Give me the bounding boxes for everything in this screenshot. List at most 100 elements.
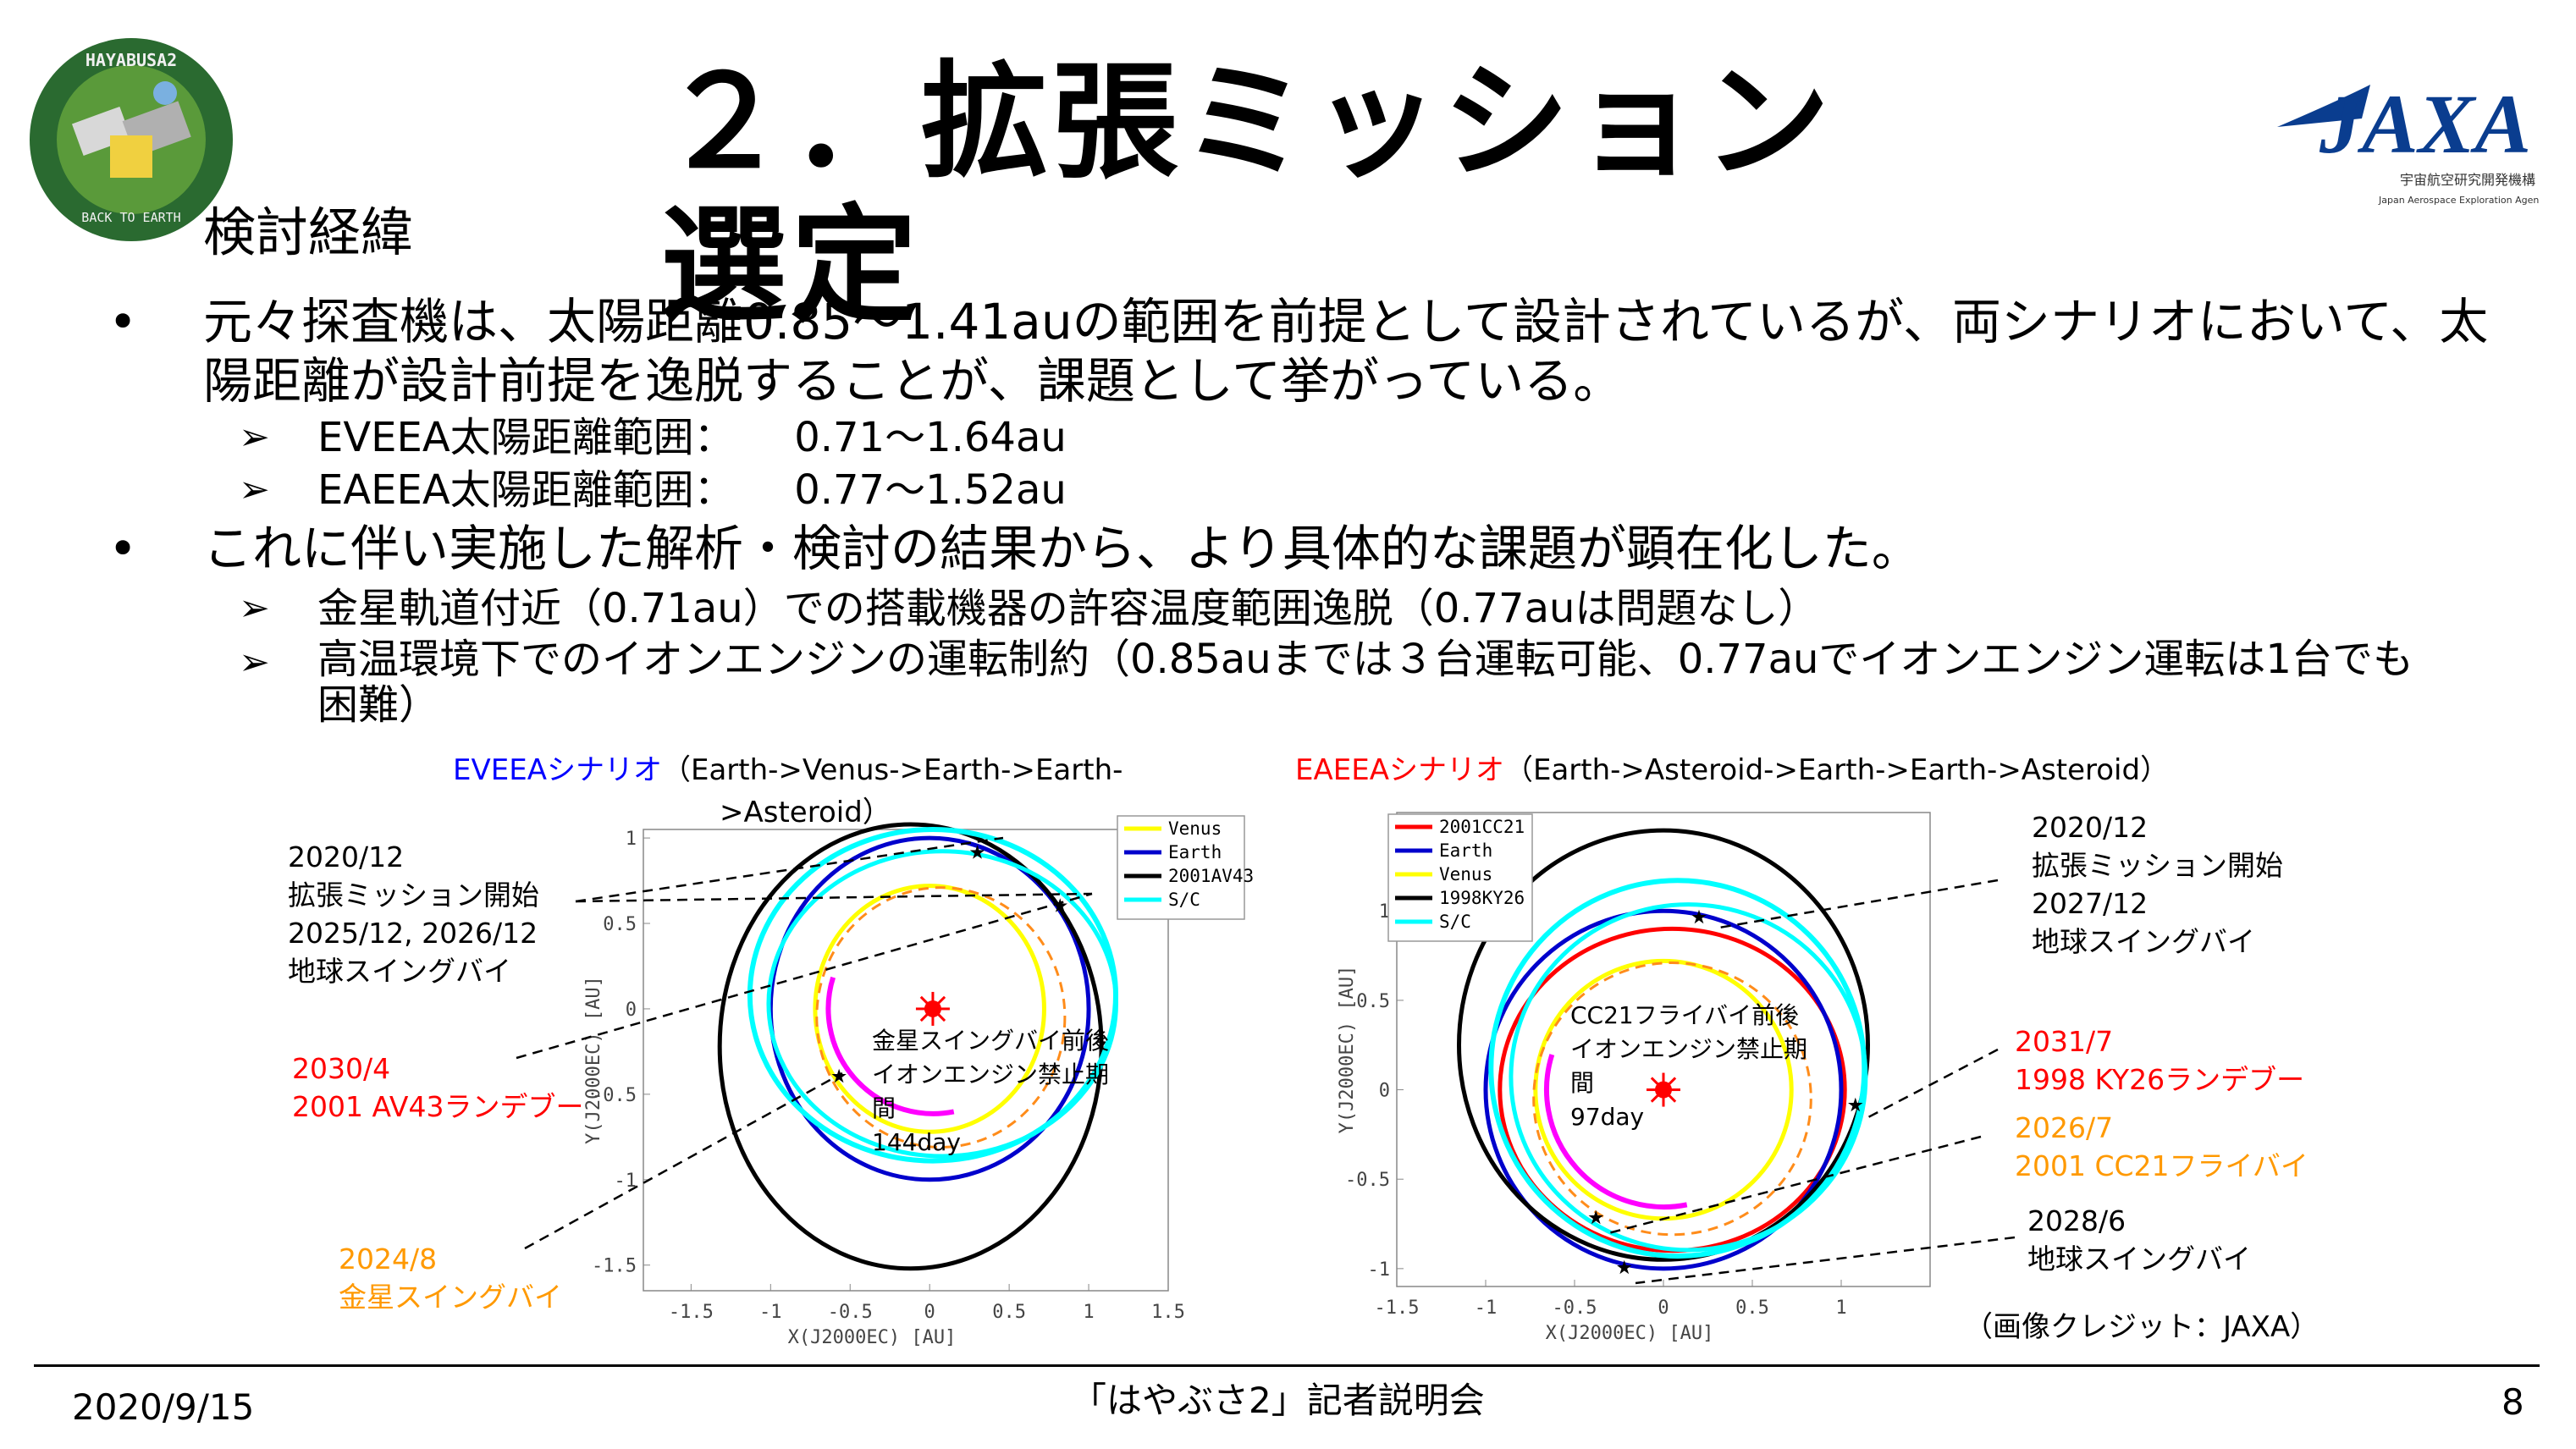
hayabusa2-logo: HAYABUSA2 BACK TO EARTH <box>25 34 237 245</box>
jaxa-wordmark: JAXA <box>2319 77 2531 171</box>
leader-line <box>1867 1048 1999 1119</box>
footer-page-number: 8 <box>2502 1381 2524 1423</box>
subitem-ion-engine: 高温環境下でのイオンエンジンの運転制約（0.85auまでは３台運転可能、0.77… <box>317 636 2535 728</box>
right-scenario-heading: EAEEAシナリオ（Earth->Asteroid->Earth->Earth-… <box>1295 752 2169 789</box>
legend-label: Venus <box>1168 818 1222 839</box>
bullet-1-line1: 元々探査機は、太陽距離0.85～1.41auの範囲を前提として設計されているが、… <box>203 293 2489 350</box>
footer-event: 「はやぶさ2」記者説明会 <box>1071 1380 1485 1421</box>
left-note-line: 144day <box>872 1128 961 1156</box>
event-marker: ★ <box>1691 898 1707 930</box>
ann-line: 1998 KY26ランデブー <box>2015 1063 2305 1096</box>
x-tick-label: 0 <box>1658 1297 1669 1319</box>
sun-ray <box>1650 1077 1659 1086</box>
footer-date: 2020/9/15 <box>72 1386 255 1428</box>
bullet-1: 元々探査機は、太陽距離0.85～1.41auの範囲を前提として設計されているが、… <box>203 292 2540 410</box>
sun-ray <box>1650 1094 1659 1103</box>
ann-line: 2025/12, 2026/12 <box>288 917 538 950</box>
leader-line <box>575 836 1004 903</box>
right-scenario-route: （Earth->Asteroid->Earth->Earth->Asteroid… <box>1503 753 2170 787</box>
x-axis-label: X(J2000EC) [AU] <box>788 1327 957 1348</box>
subitem-eveea-range: EVEEA太陽距離範囲： 0.71～1.64au <box>317 411 1067 464</box>
ann-line: 2020/12 <box>288 840 405 873</box>
orbit-venus <box>813 884 1046 1134</box>
x-tick-label: 0.5 <box>992 1302 1026 1323</box>
y-tick-label: 0.5 <box>1356 991 1390 1012</box>
x-axis-label: X(J2000EC) [AU] <box>1546 1323 1714 1344</box>
legend-label: 2001AV43 <box>1168 866 1253 886</box>
right-annotation-rendezvous: 2031/7 1998 KY26ランデブー <box>2015 1022 2304 1099</box>
left-scenario-heading: EVEEAシナリオ（Earth->Venus->Earth->Earth- <box>453 752 1123 789</box>
right-annotation-flyby: 2026/7 2001 CC21フライバイ <box>2015 1109 2308 1185</box>
ann-line: 2001 AV43ランデブー <box>292 1090 584 1123</box>
legend-label: S/C <box>1168 890 1200 910</box>
ann-line: 地球スイングバイ <box>2032 925 2255 958</box>
ion-engine-line1: 高温環境下でのイオンエンジンの運転制約（0.85auまでは３台運転可能、0.77… <box>317 636 2413 683</box>
legend-label: S/C <box>1439 912 1471 932</box>
y-tick-label: 0 <box>1379 1081 1390 1102</box>
ann-line: 2031/7 <box>2015 1025 2114 1058</box>
legend-label: Earth <box>1168 842 1222 862</box>
leader-line <box>1608 1135 1982 1235</box>
orbit-sc-loop <box>1509 902 1868 1253</box>
logo-bottom-text: BACK TO EARTH <box>81 210 180 225</box>
right-annotation-earth-swingby: 2028/6 地球スイングバイ <box>2027 1202 2251 1278</box>
leader-line <box>575 892 1093 903</box>
legend-label: 1998KY26 <box>1439 888 1525 908</box>
eaeea-range-value: 0.77～1.52au <box>794 466 1067 514</box>
x-tick-label: 1 <box>1083 1302 1094 1323</box>
x-tick-label: 0 <box>924 1302 935 1323</box>
bullet-2: これに伴い実施した解析・検討の結果から、より具体的な課題が顕在化した。 <box>203 520 1921 577</box>
event-marker: ★ <box>1847 1086 1863 1118</box>
leader-line <box>1713 879 1999 930</box>
jaxa-logo: JAXA 宇宙航空研究開発機構 Japan Aerospace Explorat… <box>2269 51 2550 220</box>
ann-line: 2024/8 <box>339 1242 438 1275</box>
sun-icon <box>1647 1072 1680 1107</box>
left-scenario-route-cont: >Asteroid） <box>720 796 891 829</box>
x-tick-label: 1 <box>1835 1297 1846 1319</box>
sun-icon <box>915 991 950 1026</box>
jaxa-sub-en: Japan Aerospace Exploration Agency <box>2378 195 2540 206</box>
x-tick-label: -1.5 <box>1375 1297 1420 1319</box>
ann-line: 金星スイングバイ <box>339 1281 562 1314</box>
sun-ray <box>1668 1077 1677 1086</box>
arrow-marker-2a: ➢ <box>239 587 270 630</box>
y-tick-label: 1 <box>1379 901 1390 923</box>
bullet-marker-1: • <box>108 293 138 350</box>
y-tick-label: -1 <box>1368 1259 1391 1281</box>
right-note-line: CC21フライバイ前後 <box>1570 1001 1800 1029</box>
left-note-line: イオンエンジン禁止期 <box>872 1061 1110 1088</box>
x-tick-label: 1.5 <box>1151 1302 1185 1323</box>
subitem-eaeea-range: EAEEA太陽距離範囲： 0.77～1.52au <box>317 464 1067 516</box>
orbit-limit-dashed <box>815 886 1067 1149</box>
bullet-1-line2: 陽距離が設計前提を逸脱することが、課題として挙がっている。 <box>203 352 1623 410</box>
ann-line: 2027/12 <box>2032 887 2149 920</box>
y-tick-label: 1 <box>626 829 637 850</box>
ann-line: 2028/6 <box>2027 1204 2126 1237</box>
x-tick-label: 0.5 <box>1735 1297 1769 1319</box>
y-tick-label: -1.5 <box>592 1256 637 1277</box>
y-tick-label: 0.5 <box>603 914 637 935</box>
sun-ray <box>919 1013 929 1022</box>
ann-line: 2030/4 <box>292 1052 391 1085</box>
eveea-range-label: EVEEA太陽距離範囲： <box>317 414 735 461</box>
section-subtitle: 検討経緯 <box>203 201 414 263</box>
orbit-sc-loop <box>766 849 1118 1159</box>
x-tick-label: -1 <box>759 1302 782 1323</box>
subitem-venus-temperature: 金星軌道付近（0.71au）での搭載機器の許容温度範囲逸脱（0.77auは問題な… <box>317 585 1819 632</box>
y-tick-label: 0 <box>626 1000 637 1021</box>
ann-line: 2026/7 <box>2015 1111 2114 1144</box>
sun-core <box>1655 1081 1672 1099</box>
ann-line: 地球スイングバイ <box>288 955 511 988</box>
sun-ray <box>937 995 946 1005</box>
eaeea-range-label: EAEEA太陽距離範囲： <box>317 466 735 514</box>
left-scenario-route: （Earth->Venus->Earth->Earth- <box>661 753 1123 787</box>
ion-engine-line2: 困難） <box>317 681 440 729</box>
leader-line <box>524 1072 843 1250</box>
x-tick-label: -0.5 <box>828 1302 873 1323</box>
right-scenario-name: EAEEAシナリオ <box>1295 753 1504 787</box>
no-thrust-arc <box>825 976 955 1116</box>
ann-line: 地球スイングバイ <box>2027 1242 2251 1275</box>
